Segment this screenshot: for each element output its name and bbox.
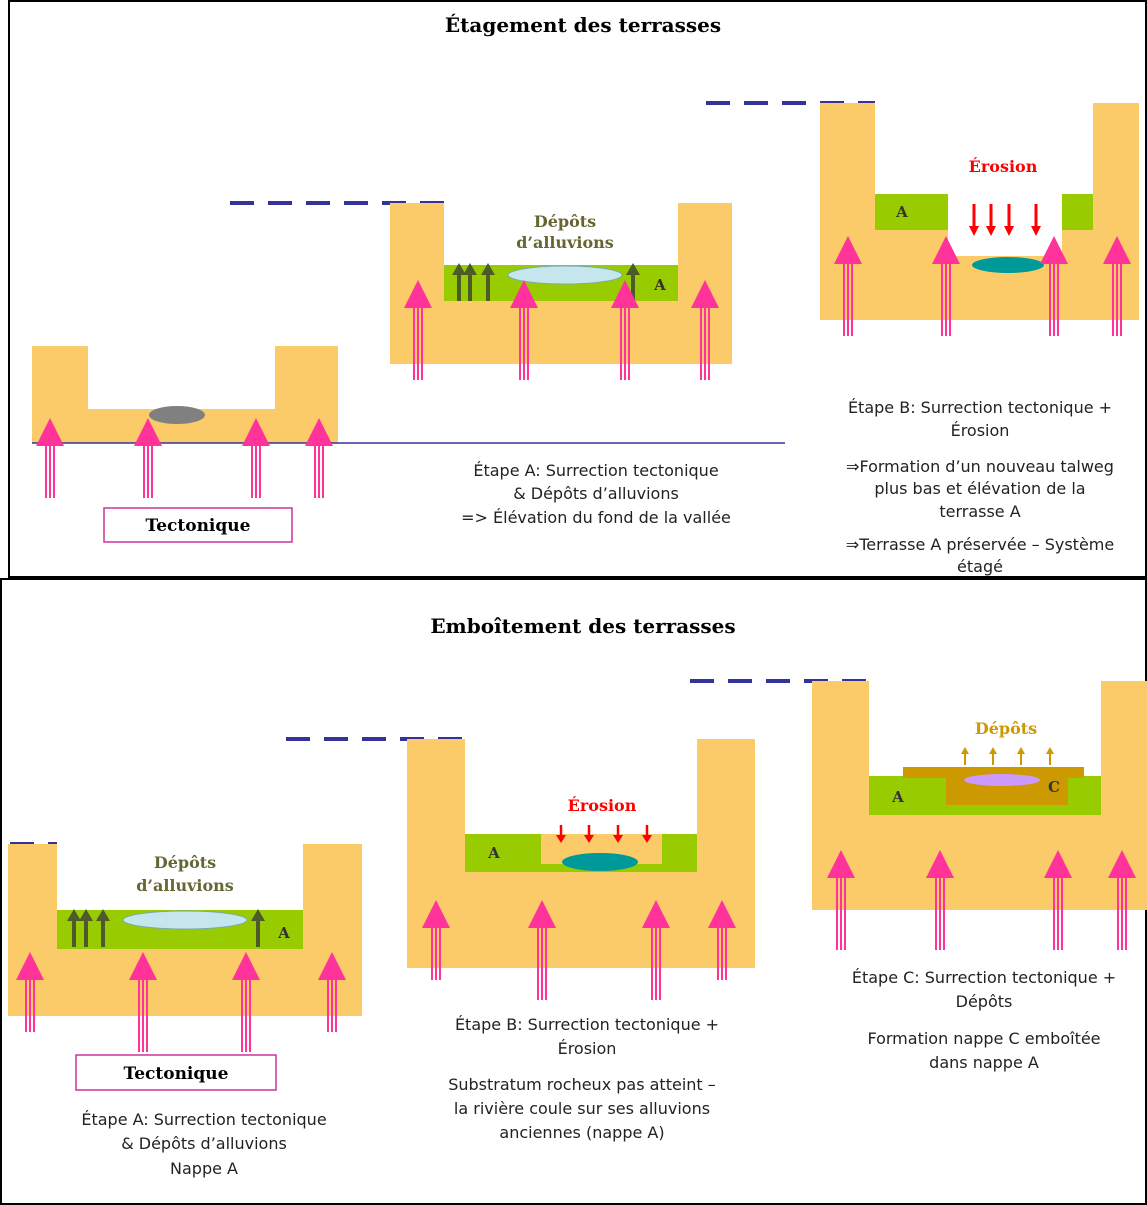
- caption-line: Étape C: Surrection tectonique +: [852, 968, 1116, 987]
- caption-line: dans nappe A: [929, 1053, 1039, 1072]
- caption-line: & Dépôts d’alluvions: [513, 484, 679, 503]
- river-water: [972, 257, 1044, 273]
- top-step-a-caption: Étape A: Surrection tectonique & Dépôts …: [461, 461, 731, 527]
- top-stage0-valley: Tectonique: [32, 346, 785, 543]
- caption-line: Érosion: [558, 1039, 617, 1058]
- caption-line: terrasse A: [939, 502, 1020, 521]
- river-water: [122, 910, 248, 930]
- top-stage-a-valley: A Dépôts d’alluvions: [230, 201, 732, 381]
- caption-line: la rivière coule sur ses alluvions: [454, 1099, 710, 1118]
- deposit-label-line1: Dépôts: [154, 853, 216, 872]
- alluvium-layer-c: [946, 767, 1068, 805]
- deposit-arrow: [988, 746, 998, 766]
- bottom-title: Emboîtement des terrasses: [430, 614, 735, 638]
- top-step-b-caption: Étape B: Surrection tectonique + Érosion…: [846, 398, 1114, 576]
- top-stage-b-valley: A Érosion: [706, 101, 1139, 337]
- tectonique-box: [75, 1054, 277, 1091]
- deposit-arrow: [960, 746, 970, 766]
- bottom-step-a-caption: Étape A: Surrection tectonique & Dépôts …: [81, 1110, 326, 1178]
- deposit-arrow: [1016, 746, 1026, 766]
- terrace-letter-a: A: [653, 276, 666, 294]
- terrace-letter-a: A: [895, 203, 908, 221]
- caption-line: Substratum rocheux pas atteint –: [448, 1075, 716, 1094]
- deposit-label-line2: d’alluvions: [136, 876, 234, 895]
- bottom-stage-a-valley: A Dépôts d’alluvions Tectonique: [8, 842, 362, 1091]
- caption-line: Formation nappe C emboîtée: [867, 1029, 1100, 1048]
- erosion-label: Érosion: [568, 795, 637, 815]
- deposit-arrow: [1045, 746, 1055, 766]
- terrace-letter-c: C: [1048, 778, 1060, 796]
- caption-line: étagé: [957, 557, 1003, 576]
- depots-label: Dépôts: [975, 719, 1037, 738]
- tectonique-label: Tectonique: [146, 516, 251, 536]
- rock-block: [32, 346, 338, 443]
- alluvium-terrace-left: [875, 194, 948, 230]
- bottom-step-b-caption: Étape B: Surrection tectonique + Érosion…: [448, 1015, 719, 1142]
- caption-line: anciennes (nappe A): [499, 1123, 664, 1142]
- caption-line: Étape B: Surrection tectonique +: [848, 398, 1112, 417]
- deposit-label-line2: d’alluvions: [516, 233, 614, 252]
- tectonique-box: [103, 507, 293, 543]
- top-title: Étagement des terrasses: [445, 13, 721, 37]
- river-water: [507, 265, 623, 285]
- tectonique-label: Tectonique: [124, 1064, 229, 1084]
- caption-line: & Dépôts d’alluvions: [121, 1134, 287, 1153]
- bottom-step-c-caption: Étape C: Surrection tectonique + Dépôts …: [852, 968, 1116, 1072]
- rock-block: [407, 739, 755, 968]
- alluvium-terrace-right: [1062, 194, 1093, 230]
- river-water: [149, 406, 205, 424]
- terrace-letter-a: A: [487, 844, 500, 862]
- caption-line: Érosion: [951, 421, 1010, 440]
- alluvium-layer: [465, 834, 697, 872]
- river-water: [562, 853, 638, 871]
- caption-line: Dépôts: [956, 992, 1013, 1011]
- terrace-letter-a: A: [277, 924, 290, 942]
- erosion-label: Érosion: [969, 156, 1038, 176]
- caption-line: Étape A: Surrection tectonique: [81, 1110, 326, 1129]
- erosion-arrow: [1002, 202, 1016, 238]
- rock-block: [820, 103, 1139, 320]
- caption-line: Étape B: Surrection tectonique +: [455, 1015, 719, 1034]
- caption-line: => Élévation du fond de la vallée: [461, 508, 731, 527]
- caption-line: Nappe A: [170, 1159, 238, 1178]
- bottom-stage-b-valley: A Érosion: [286, 737, 755, 1001]
- caption-line: Étape A: Surrection tectonique: [473, 461, 718, 480]
- river-water: [964, 774, 1040, 786]
- erosion-arrow: [967, 202, 981, 238]
- caption-line: plus bas et élévation de la: [874, 479, 1085, 498]
- bottom-stage-c-valley: A C Dépôts: [690, 679, 1147, 951]
- caption-line: ⇒Terrasse A préservée – Système: [846, 535, 1114, 554]
- deposit-label-line1: Dépôts: [534, 212, 596, 231]
- erosion-arrow: [984, 202, 998, 238]
- caption-line: ⇒Formation d’un nouveau talweg: [846, 457, 1114, 476]
- terrace-letter-a: A: [891, 788, 904, 806]
- erosion-arrow: [1029, 202, 1043, 238]
